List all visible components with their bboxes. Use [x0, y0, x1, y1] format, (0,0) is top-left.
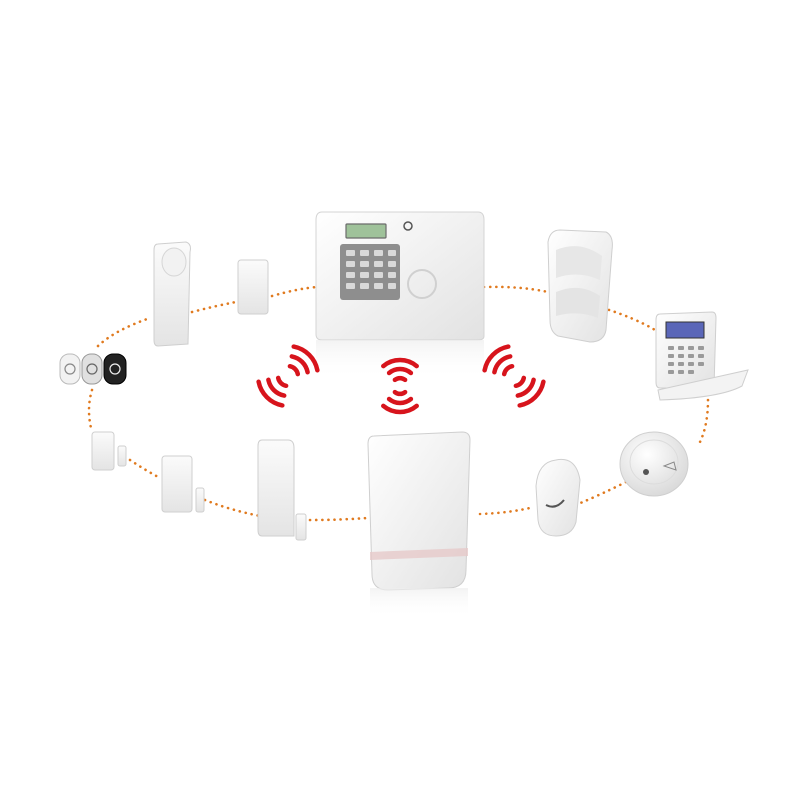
door-contact-large [257, 439, 307, 541]
window-contact [237, 259, 269, 315]
keypad-keys [668, 346, 704, 374]
signal-wave-arc [275, 375, 289, 389]
signal-wave-arc [392, 375, 408, 383]
wireless-signal-icon-left [256, 344, 320, 408]
control-panel-logo-icon [403, 221, 413, 231]
signal-wave-arc [381, 403, 419, 415]
control-panel [315, 211, 485, 380]
signal-wave-arc [517, 379, 546, 408]
signal-wave-arc [289, 354, 310, 375]
signal-wave-arc [287, 363, 301, 377]
control-panel-speaker [407, 269, 437, 299]
signal-wave-arc [291, 344, 320, 373]
signal-wave-arc [386, 396, 414, 406]
smoke-detector [619, 431, 689, 497]
remote-keyfobs [59, 353, 127, 385]
lcd-keypad [655, 311, 749, 401]
control-panel-lcd-screen [345, 223, 387, 239]
signal-wave-arc [266, 377, 287, 398]
signal-wave-arc [482, 344, 511, 373]
signal-wave-arc [381, 357, 419, 369]
signal-wave-arc [492, 354, 513, 375]
keyfob-black-icon [103, 353, 127, 385]
signal-wave-arc [513, 375, 527, 389]
signal-wave-arc [501, 363, 515, 377]
keypad-flap [657, 369, 749, 401]
outdoor-siren [367, 431, 471, 618]
dotted-connection-ring [87, 285, 710, 522]
signal-wave-arc [256, 379, 285, 408]
wireless-signal-icon-right [482, 344, 546, 408]
ceiling-motion-detector [535, 458, 581, 537]
door-contact-medium [161, 455, 205, 513]
signal-wave-arc [515, 377, 536, 398]
signal-wave-arc [386, 366, 414, 376]
signal-wave-arc [392, 389, 408, 397]
keypad-lcd-screen [665, 321, 705, 339]
keyfob-white-icon [59, 353, 81, 385]
door-contact-small [91, 431, 127, 471]
control-panel-keys [346, 250, 396, 289]
shock-detector [153, 241, 191, 347]
pir-motion-detector [547, 229, 613, 343]
wireless-signal-icon-center [381, 357, 419, 415]
keyfob-grey-icon [81, 353, 103, 385]
